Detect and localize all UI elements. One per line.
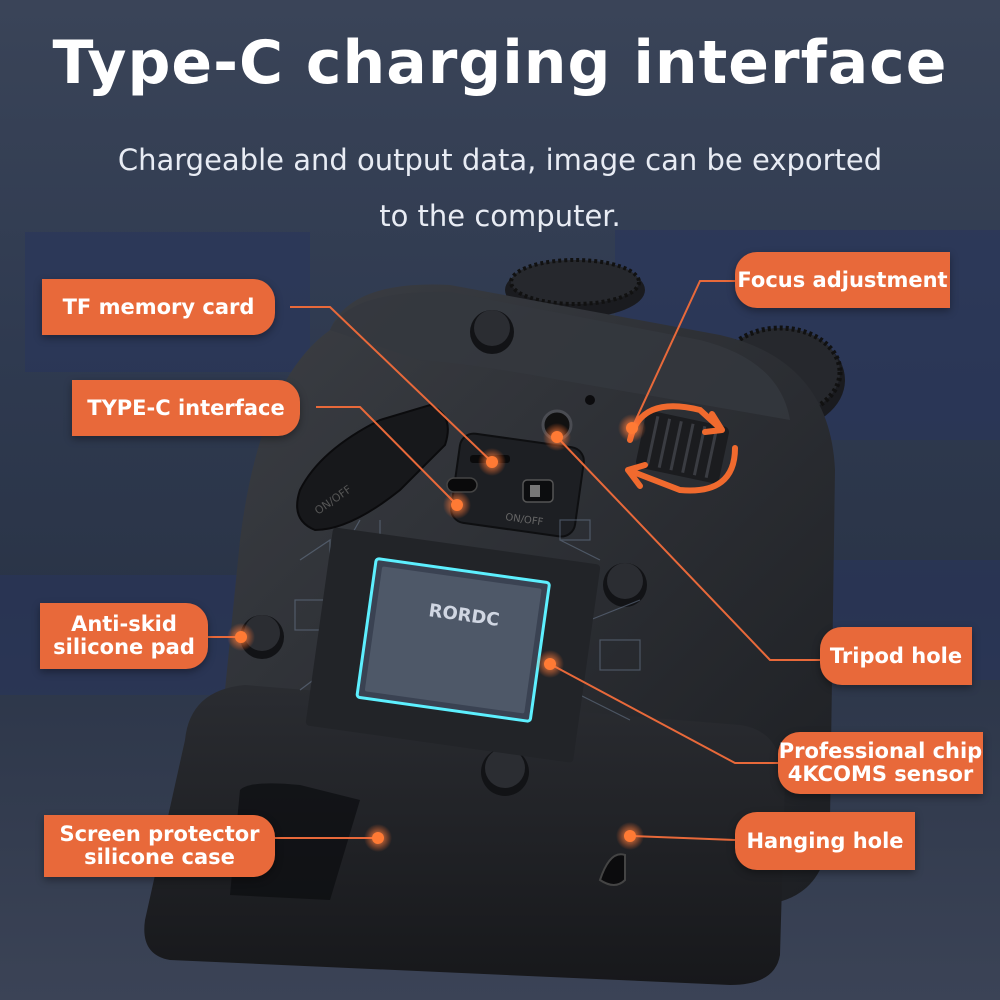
chip-package [305, 527, 601, 763]
silicone-pad-right [603, 563, 647, 607]
callout-professional-chip: Professional chip 4KCOMS sensor [778, 732, 983, 794]
focus-wheel-ridges [645, 415, 719, 479]
callout-hanging-hole-label: Hanging hole [746, 828, 904, 853]
page-title: Type-C charging interface [52, 28, 948, 98]
callout-screen-protector: Screen protector silicone case [44, 815, 275, 877]
usb-c-port [446, 477, 478, 493]
callout-anti-skid-line1: Anti-skid [71, 612, 177, 636]
hotspot-dots [227, 414, 646, 852]
callout-anti-skid-line2: silicone pad [53, 635, 195, 659]
callout-focus-adjustment-label: Focus adjustment [737, 267, 948, 292]
top-eyepiece-ring [505, 258, 645, 318]
silicone-pad-bottom [481, 748, 529, 796]
callout-professional-chip-line1: Professional chip [778, 739, 983, 763]
port-switch-label: ON/OFF [505, 512, 545, 528]
subtitle-line-1: Chargeable and output data, image can be… [117, 143, 883, 177]
hanging-hole [598, 853, 626, 886]
silicone-pad-top-left [470, 310, 514, 354]
callout-tripod-hole: Tripod hole [820, 627, 972, 685]
rubber-port-flap [296, 403, 449, 532]
callout-tf-memory-card: TF memory card [42, 279, 275, 335]
callout-type-c-interface-label: TYPE-C interface [87, 395, 285, 420]
callout-screen-protector-line1: Screen protector [59, 822, 260, 846]
callout-type-c-interface: TYPE-C interface [72, 380, 300, 436]
leader-lines [208, 280, 820, 841]
subtitle-line-2: to the computer. [379, 199, 621, 233]
callout-anti-skid-pad: Anti-skid silicone pad [40, 603, 208, 669]
callout-professional-chip-line2: 4KCOMS sensor [787, 762, 974, 786]
callout-screen-protector-line2: silicone case [84, 845, 235, 869]
callout-tf-memory-card-label: TF memory card [62, 294, 255, 319]
callout-focus-adjustment: Focus adjustment [735, 252, 950, 308]
page-subtitle: Chargeable and output data, image can be… [100, 132, 900, 244]
screen-protector-case [144, 685, 785, 985]
callout-tripod-hole-label: Tripod hole [829, 643, 963, 668]
callout-hanging-hole: Hanging hole [735, 812, 915, 870]
